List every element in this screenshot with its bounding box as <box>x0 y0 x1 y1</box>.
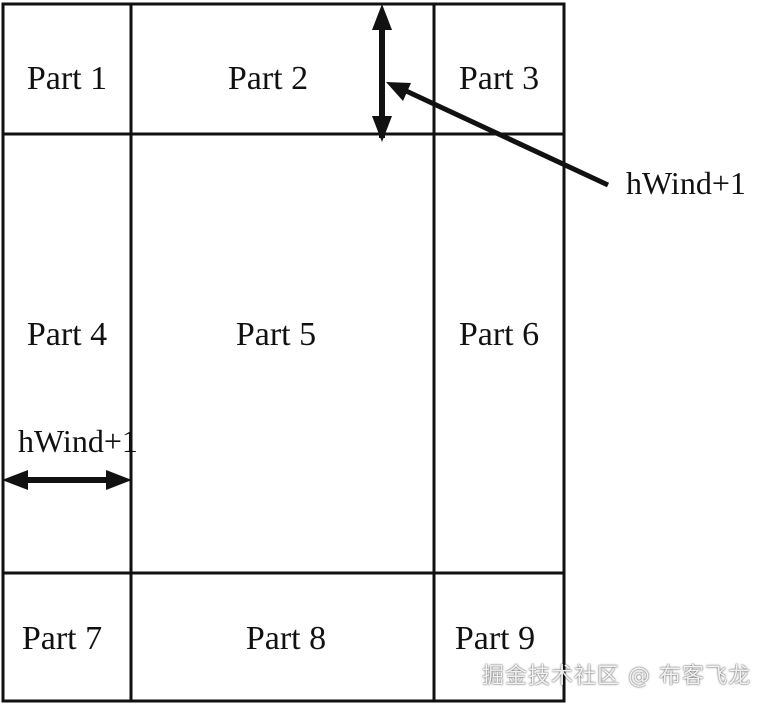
part-label-3: Part 3 <box>459 60 539 97</box>
part-label-6: Part 6 <box>459 316 539 353</box>
part-label-9: Part 9 <box>455 620 535 657</box>
part-label-1: Part 1 <box>27 60 107 97</box>
part-labels: Part 1 Part 2 Part 3 Part 4 Part 5 Part … <box>22 60 539 657</box>
leader-arrow <box>386 82 610 188</box>
part-label-4: Part 4 <box>27 316 107 353</box>
part-label-8: Part 8 <box>246 620 326 657</box>
vertical-dimension-arrow <box>372 4 392 142</box>
watermark: 掘金技术社区 @ 布客飞龙 <box>482 664 751 689</box>
outer-border <box>1 2 566 703</box>
part-label-5: Part 5 <box>236 316 316 353</box>
part-label-7: Part 7 <box>22 620 102 657</box>
horizontal-dimension-arrow <box>2 470 132 490</box>
part-label-2: Part 2 <box>228 60 308 97</box>
vertical-dim-label: hWind+1 <box>626 165 746 201</box>
grid-lines <box>1 2 566 703</box>
horizontal-dim-label: hWind+1 <box>18 423 138 459</box>
